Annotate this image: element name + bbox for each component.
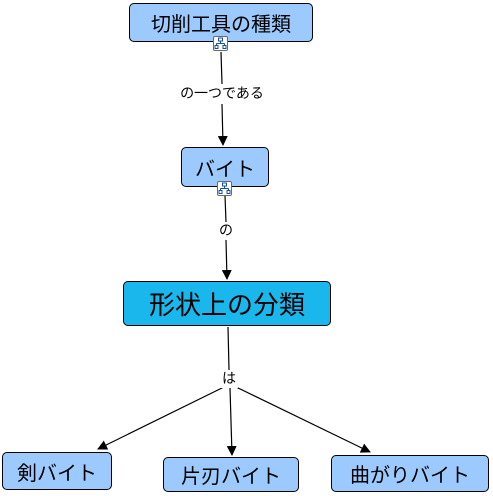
connector-l1-n2 [217, 103, 228, 146]
concept-node-label: 切削工具の種類 [151, 12, 291, 36]
concept-node-label: 形状上の分類 [148, 291, 305, 321]
link-label-one-of[interactable]: の一つである [178, 85, 266, 103]
concept-node-label: 片刃バイト [181, 464, 281, 488]
connector-l3-n6 [233, 385, 371, 453]
concept-node-sword-bite[interactable]: 剣バイト [2, 452, 112, 490]
concept-node-cutting-tool-types[interactable]: 切削工具の種類 [129, 3, 313, 42]
connector-n1-l1 [220, 51, 223, 85]
connector-l3-n5 [226, 387, 237, 456]
connector-l2-n3 [221, 239, 232, 280]
hierarchy-expand-icon[interactable] [213, 36, 228, 51]
concept-node-label: バイト [195, 156, 255, 181]
concept-node-bite[interactable]: バイト [181, 147, 269, 187]
concept-node-label: 剣バイト [17, 460, 97, 485]
hierarchy-expand-icon[interactable] [217, 181, 232, 196]
link-label-of[interactable]: の [217, 222, 235, 240]
concept-node-shape-classification[interactable]: 形状上の分類 [123, 281, 331, 326]
concept-node-single-edge-bite[interactable]: 片刃バイト [163, 457, 299, 492]
link-label-topic-marker[interactable]: は [220, 370, 238, 388]
connector-l3-n4 [97, 385, 227, 450]
connector-n3-l3 [227, 326, 230, 371]
connector-n2-l2 [224, 195, 227, 223]
concept-node-bent-bite[interactable]: 曲がりバイト [331, 455, 489, 492]
concept-node-label: 曲がりバイト [350, 463, 470, 487]
